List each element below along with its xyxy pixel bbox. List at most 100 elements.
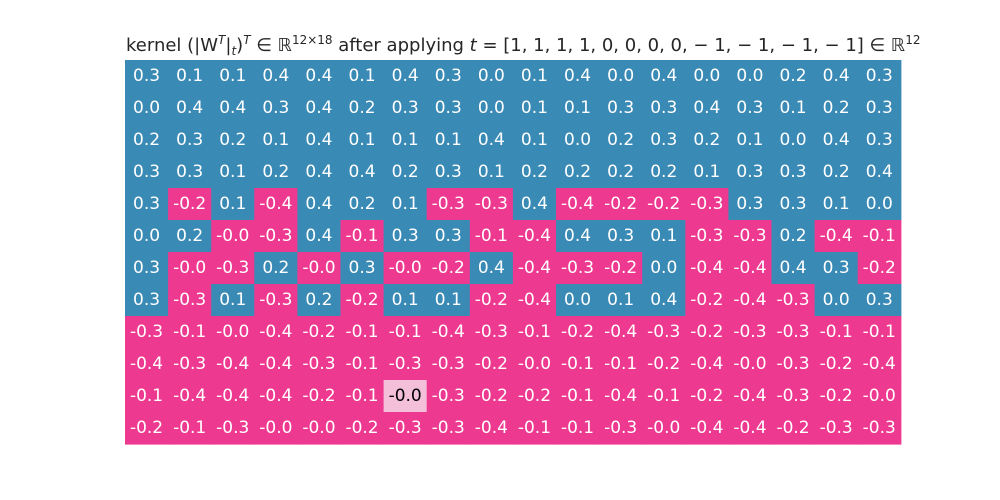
heatmap-cell [125, 60, 169, 93]
cell-label: -0.3 [475, 322, 508, 342]
heatmap-cell [383, 284, 428, 317]
title-superscript: T [243, 33, 252, 47]
heatmap-cell [254, 348, 298, 381]
cell-label: -0.4 [259, 354, 292, 374]
heatmap-cell [814, 220, 859, 253]
heatmap-cell [125, 220, 169, 253]
heatmap-cell [512, 380, 557, 413]
cell-label: -0.2 [690, 322, 723, 342]
heatmap-cell [599, 188, 643, 221]
heatmap-cell [211, 380, 255, 413]
heatmap-cell [857, 124, 902, 157]
cell-label: 0.1 [607, 290, 634, 310]
heatmap-cell [599, 60, 643, 93]
heatmap-cell [211, 316, 255, 349]
cell-label: -0.2 [345, 290, 378, 310]
cell-label: -0.1 [345, 226, 378, 246]
heatmap-cell [125, 252, 169, 285]
cell-label: 0.3 [133, 66, 160, 86]
heatmap-cell [771, 412, 816, 445]
heatmap-cell [168, 60, 212, 93]
cell-label: 0.3 [349, 258, 376, 278]
cell-label: -0.3 [432, 354, 465, 374]
heatmap-cell [426, 188, 471, 221]
cell-label: 0.1 [736, 130, 763, 150]
cell-label: 0.1 [435, 130, 462, 150]
heatmap-cell [383, 380, 428, 413]
heatmap-cell [685, 380, 729, 413]
cell-label: -0.4 [518, 290, 551, 310]
heatmap-cell [814, 92, 859, 125]
cell-label: -0.4 [432, 322, 465, 342]
heatmap-cell [512, 412, 557, 445]
cell-label: 0.3 [392, 226, 419, 246]
cell-label: 0.3 [866, 290, 893, 310]
cell-label: 0.2 [607, 162, 634, 182]
cell-label: 0.2 [262, 162, 289, 182]
heatmap-cell [340, 220, 385, 253]
cell-label: 0.3 [435, 66, 462, 86]
cell-label: 0.2 [564, 162, 591, 182]
cell-label: 0.4 [564, 226, 591, 246]
cell-label: -0.0 [733, 354, 766, 374]
heatmap-cell [556, 60, 600, 93]
cell-label: 0.3 [133, 290, 160, 310]
cell-label: 0.0 [650, 258, 677, 278]
cell-label: -0.1 [518, 322, 551, 342]
heatmap-cell [469, 380, 514, 413]
heatmap-cell [469, 412, 514, 445]
cell-label: 0.4 [219, 98, 246, 118]
cell-label: 0.3 [435, 98, 462, 118]
cell-label: -0.3 [432, 194, 465, 214]
cell-label: 0.3 [392, 98, 419, 118]
heatmap-cell [685, 220, 729, 253]
heatmap-cell [426, 252, 471, 285]
cell-label: -0.2 [475, 386, 508, 406]
cell-label: 0.3 [607, 226, 634, 246]
cell-label: 0.3 [736, 98, 763, 118]
cell-label: 0.1 [780, 98, 807, 118]
cell-label: -0.2 [647, 194, 680, 214]
heatmap-cell [125, 156, 169, 189]
cell-label: -0.1 [604, 354, 637, 374]
cell-label: 0.0 [736, 66, 763, 86]
cell-label: -0.4 [733, 418, 766, 438]
cell-label: 0.4 [650, 66, 677, 86]
heatmap-cell [340, 284, 385, 317]
cell-label: 0.2 [693, 130, 720, 150]
cell-label: -0.3 [173, 290, 206, 310]
cell-label: 0.4 [305, 162, 332, 182]
cell-label: -0.3 [173, 354, 206, 374]
heatmap-cell [469, 316, 514, 349]
heatmap-cell [814, 252, 859, 285]
heatmap-cell [857, 92, 902, 125]
cell-label: -0.4 [863, 354, 896, 374]
cell-label: -0.3 [561, 258, 594, 278]
cell-label: -0.3 [820, 418, 853, 438]
cell-label: -0.2 [820, 354, 853, 374]
heatmap-cell [512, 188, 557, 221]
heatmap-cell [728, 220, 773, 253]
heatmap-cell [211, 60, 255, 93]
heatmap-cell [857, 348, 902, 381]
heatmap-cell [426, 380, 471, 413]
cell-label: -0.3 [776, 290, 809, 310]
heatmap-cell [728, 124, 773, 157]
heatmap-cell [297, 284, 342, 317]
heatmap-cell [125, 188, 169, 221]
heatmap-cell [728, 412, 773, 445]
cell-label: -0.4 [690, 418, 723, 438]
heatmap-cell [556, 124, 600, 157]
heatmap-cell [857, 220, 902, 253]
heatmap-cell [857, 284, 902, 317]
cell-label: -0.4 [604, 322, 637, 342]
cell-label: 0.3 [866, 66, 893, 86]
heatmap-cell [512, 92, 557, 125]
cell-label: -0.4 [690, 354, 723, 374]
heatmap-cell [599, 252, 643, 285]
heatmap-cell [254, 284, 298, 317]
heatmap-cell [599, 316, 643, 349]
cell-label: 0.1 [219, 162, 246, 182]
heatmap-cell [383, 412, 428, 445]
cell-label: 0.2 [262, 258, 289, 278]
